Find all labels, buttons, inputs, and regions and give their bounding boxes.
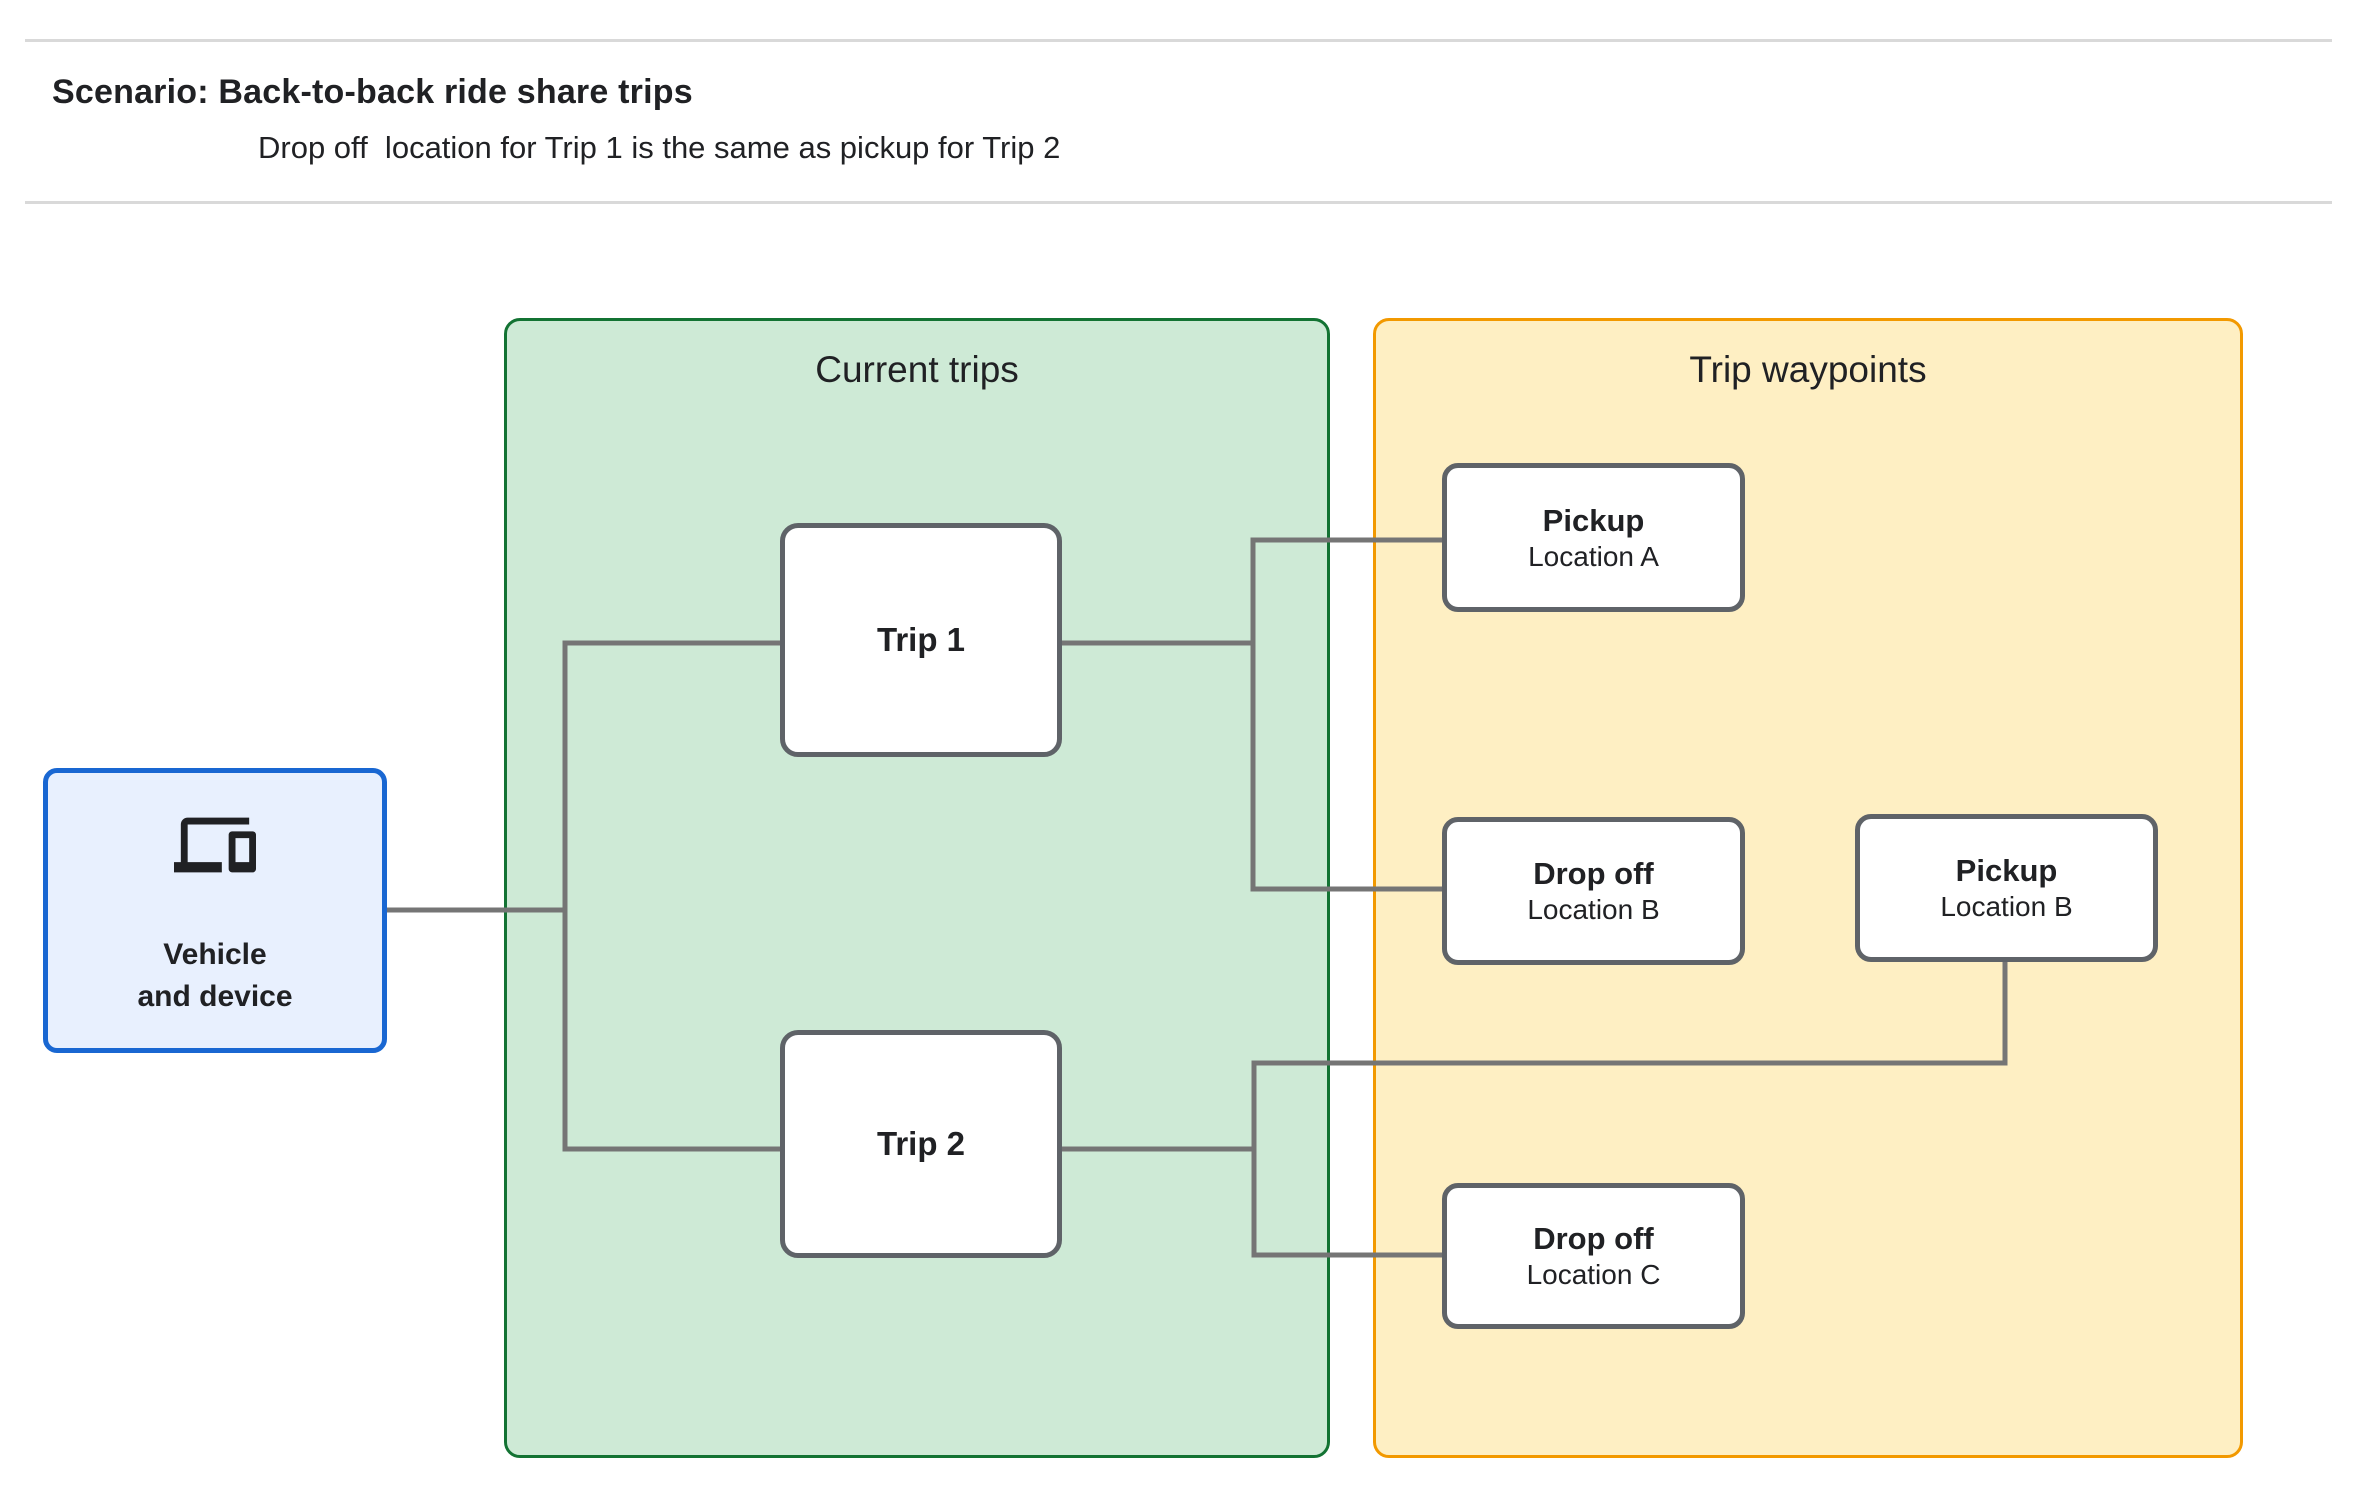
header-divider (25, 201, 2332, 204)
waypoint-type-label: Pickup (1955, 853, 2058, 888)
waypoint-location-label: Location B (1940, 891, 2073, 922)
waypoint-type-label: Drop off (1533, 1221, 1654, 1256)
top-divider (25, 39, 2332, 42)
trip-2-label: Trip 2 (876, 1125, 966, 1162)
waypoint-dropoff-location-c: Drop off Location C (1442, 1183, 1745, 1329)
waypoint-type-label: Drop off (1533, 856, 1654, 891)
waypoint-pickup-location-b: Pickup Location B (1855, 814, 2158, 962)
page-subtitle: Drop off location for Trip 1 is the same… (258, 130, 1061, 165)
connector-split-to-trips (562, 640, 780, 1152)
waypoint-location-label: Location B (1527, 894, 1660, 925)
connector-trip1-waypoints (1250, 537, 1442, 892)
waypoint-location-label: Location A (1528, 540, 1659, 572)
trip-2-node: Trip 2 (780, 1030, 1062, 1258)
current-trips-title: Current trips (815, 349, 1019, 390)
current-trips-panel: Current trips (504, 318, 1330, 1458)
waypoint-type-label: Pickup (1542, 502, 1645, 538)
trip-1-node: Trip 1 (780, 523, 1062, 757)
trip-1-label: Trip 1 (876, 621, 966, 658)
waypoint-pickup-location-a: Pickup Location A (1442, 463, 1745, 612)
vehicle-node-label: Vehicle and device (137, 937, 293, 1013)
page-title: Scenario: Back-to-back ride share trips (52, 73, 693, 111)
waypoint-location-label: Location C (1526, 1259, 1661, 1290)
trip-waypoints-title: Trip waypoints (1689, 349, 1927, 390)
vehicle-node: Vehicle and device (43, 768, 387, 1053)
devices-icon (174, 817, 256, 872)
waypoint-dropoff-location-b: Drop off Location B (1442, 817, 1745, 965)
connector-trip2-waypoints (1251, 962, 2008, 1258)
